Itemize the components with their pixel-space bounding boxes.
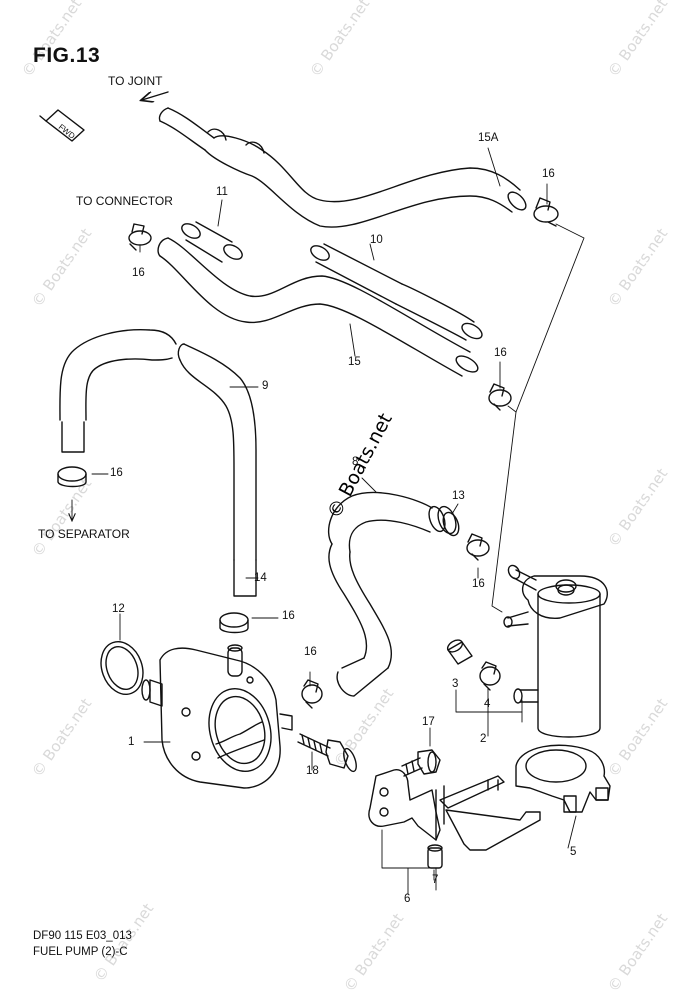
hose-to-separator	[59, 328, 177, 453]
callout-9: 9	[262, 380, 269, 392]
bolt-18	[297, 733, 357, 773]
callout-11: 11	[216, 186, 228, 198]
clip-16	[488, 383, 512, 411]
to-connector-label: TO CONNECTOR	[76, 194, 173, 208]
callout-16: 16	[472, 578, 485, 590]
hose-8	[328, 491, 460, 697]
o-ring-12	[100, 641, 144, 695]
clip-16	[479, 661, 501, 691]
hose-3	[446, 639, 473, 665]
callout-10: 10	[370, 234, 383, 246]
clip-16	[466, 533, 490, 561]
hose-13	[437, 505, 457, 535]
to-separator-label: TO SEPARATOR	[38, 527, 130, 541]
callout-16: 16	[304, 646, 317, 658]
callout-8: 8	[352, 456, 359, 468]
bracket-6	[368, 769, 541, 851]
fuel-pump	[141, 644, 293, 789]
leader-lines	[72, 147, 585, 895]
to-joint-arrow	[142, 91, 169, 100]
callout-14: 14	[254, 572, 267, 584]
callout-16: 16	[282, 610, 295, 622]
clip-16	[57, 466, 87, 488]
hose-15	[157, 237, 479, 377]
fwd-arrow-icon: FWD	[39, 109, 85, 142]
callout-12: 12	[112, 603, 125, 615]
callout-1: 1	[128, 736, 135, 748]
callout-16: 16	[542, 168, 555, 180]
hose-10	[310, 243, 483, 341]
callout-4: 4	[484, 698, 491, 710]
callout-16: 16	[494, 347, 507, 359]
clip-16	[301, 679, 323, 709]
hose-11	[181, 221, 243, 263]
callout-17: 17	[422, 716, 435, 728]
callout-7: 7	[432, 874, 439, 886]
bolt-17	[401, 749, 441, 777]
callout-16: 16	[132, 267, 145, 279]
callout-5: 5	[570, 846, 577, 858]
callout-2: 2	[480, 733, 487, 745]
callout-15a: 15A	[478, 132, 499, 144]
hose-15a	[158, 107, 527, 228]
figure-title: FIG.13	[33, 44, 101, 67]
clip-16	[219, 612, 249, 634]
figure-code: DF90 115 E03_013	[33, 930, 132, 942]
hose-9	[177, 343, 257, 597]
bracket-5	[515, 744, 611, 813]
callout-3: 3	[452, 678, 459, 690]
fuel-filter	[503, 564, 608, 738]
callout-16: 16	[110, 467, 123, 479]
to-joint-label: TO JOINT	[108, 74, 163, 88]
callout-13: 13	[452, 490, 465, 502]
hose-7	[427, 844, 443, 869]
callout-18: 18	[306, 765, 319, 777]
callout-6: 6	[404, 893, 411, 905]
callout-15: 15	[348, 356, 361, 368]
clip-16	[128, 223, 152, 251]
figure-caption: FUEL PUMP (2)-C	[33, 946, 128, 958]
clip-16	[533, 197, 559, 227]
